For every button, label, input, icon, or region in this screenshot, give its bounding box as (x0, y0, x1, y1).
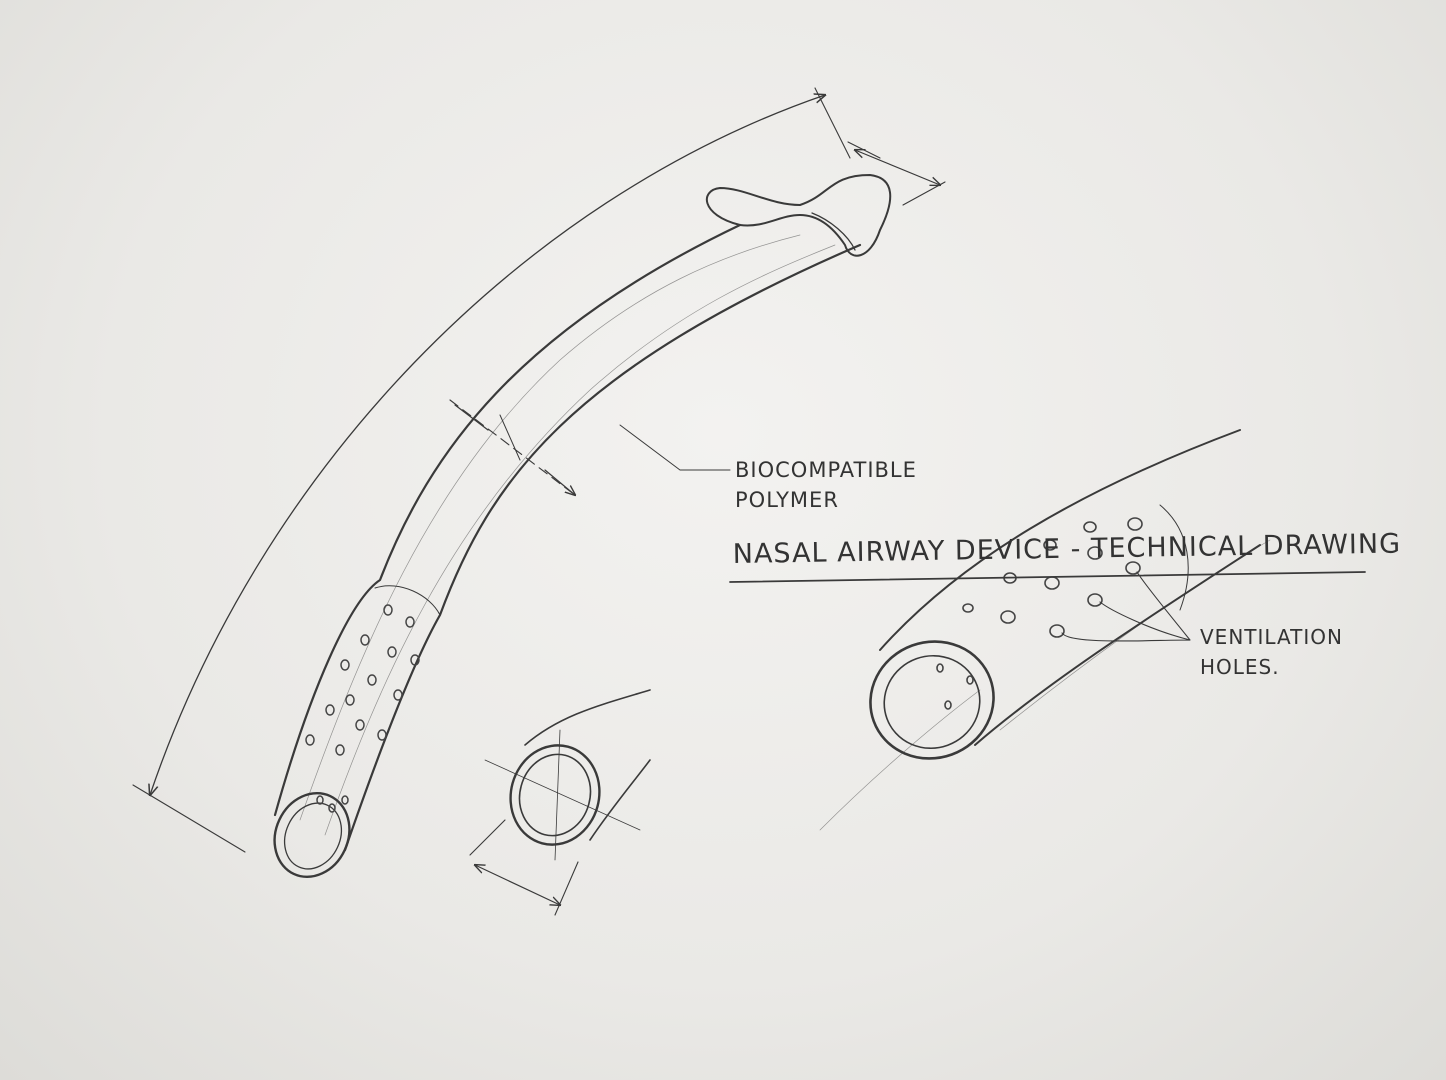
tube-detail (819, 429, 1271, 831)
polymer-label: BIOCOMPATIBLE POLYMER (735, 455, 917, 515)
ventilation-label: VENTILATION HOLES. (1200, 622, 1343, 682)
polymer-label-line2: POLYMER (735, 488, 839, 512)
ventilation-holes-main (305, 604, 420, 813)
ventilation-label-line1: VENTILATION (1200, 625, 1343, 649)
length-dimension (132, 87, 946, 853)
title-underline (729, 571, 1366, 583)
polymer-label-line1: BIOCOMPATIBLE (735, 458, 917, 482)
ventilation-label-line2: HOLES. (1200, 655, 1280, 679)
main-tube (273, 174, 892, 879)
cross-section (469, 689, 651, 916)
ventilation-holes-detail (936, 517, 1143, 710)
